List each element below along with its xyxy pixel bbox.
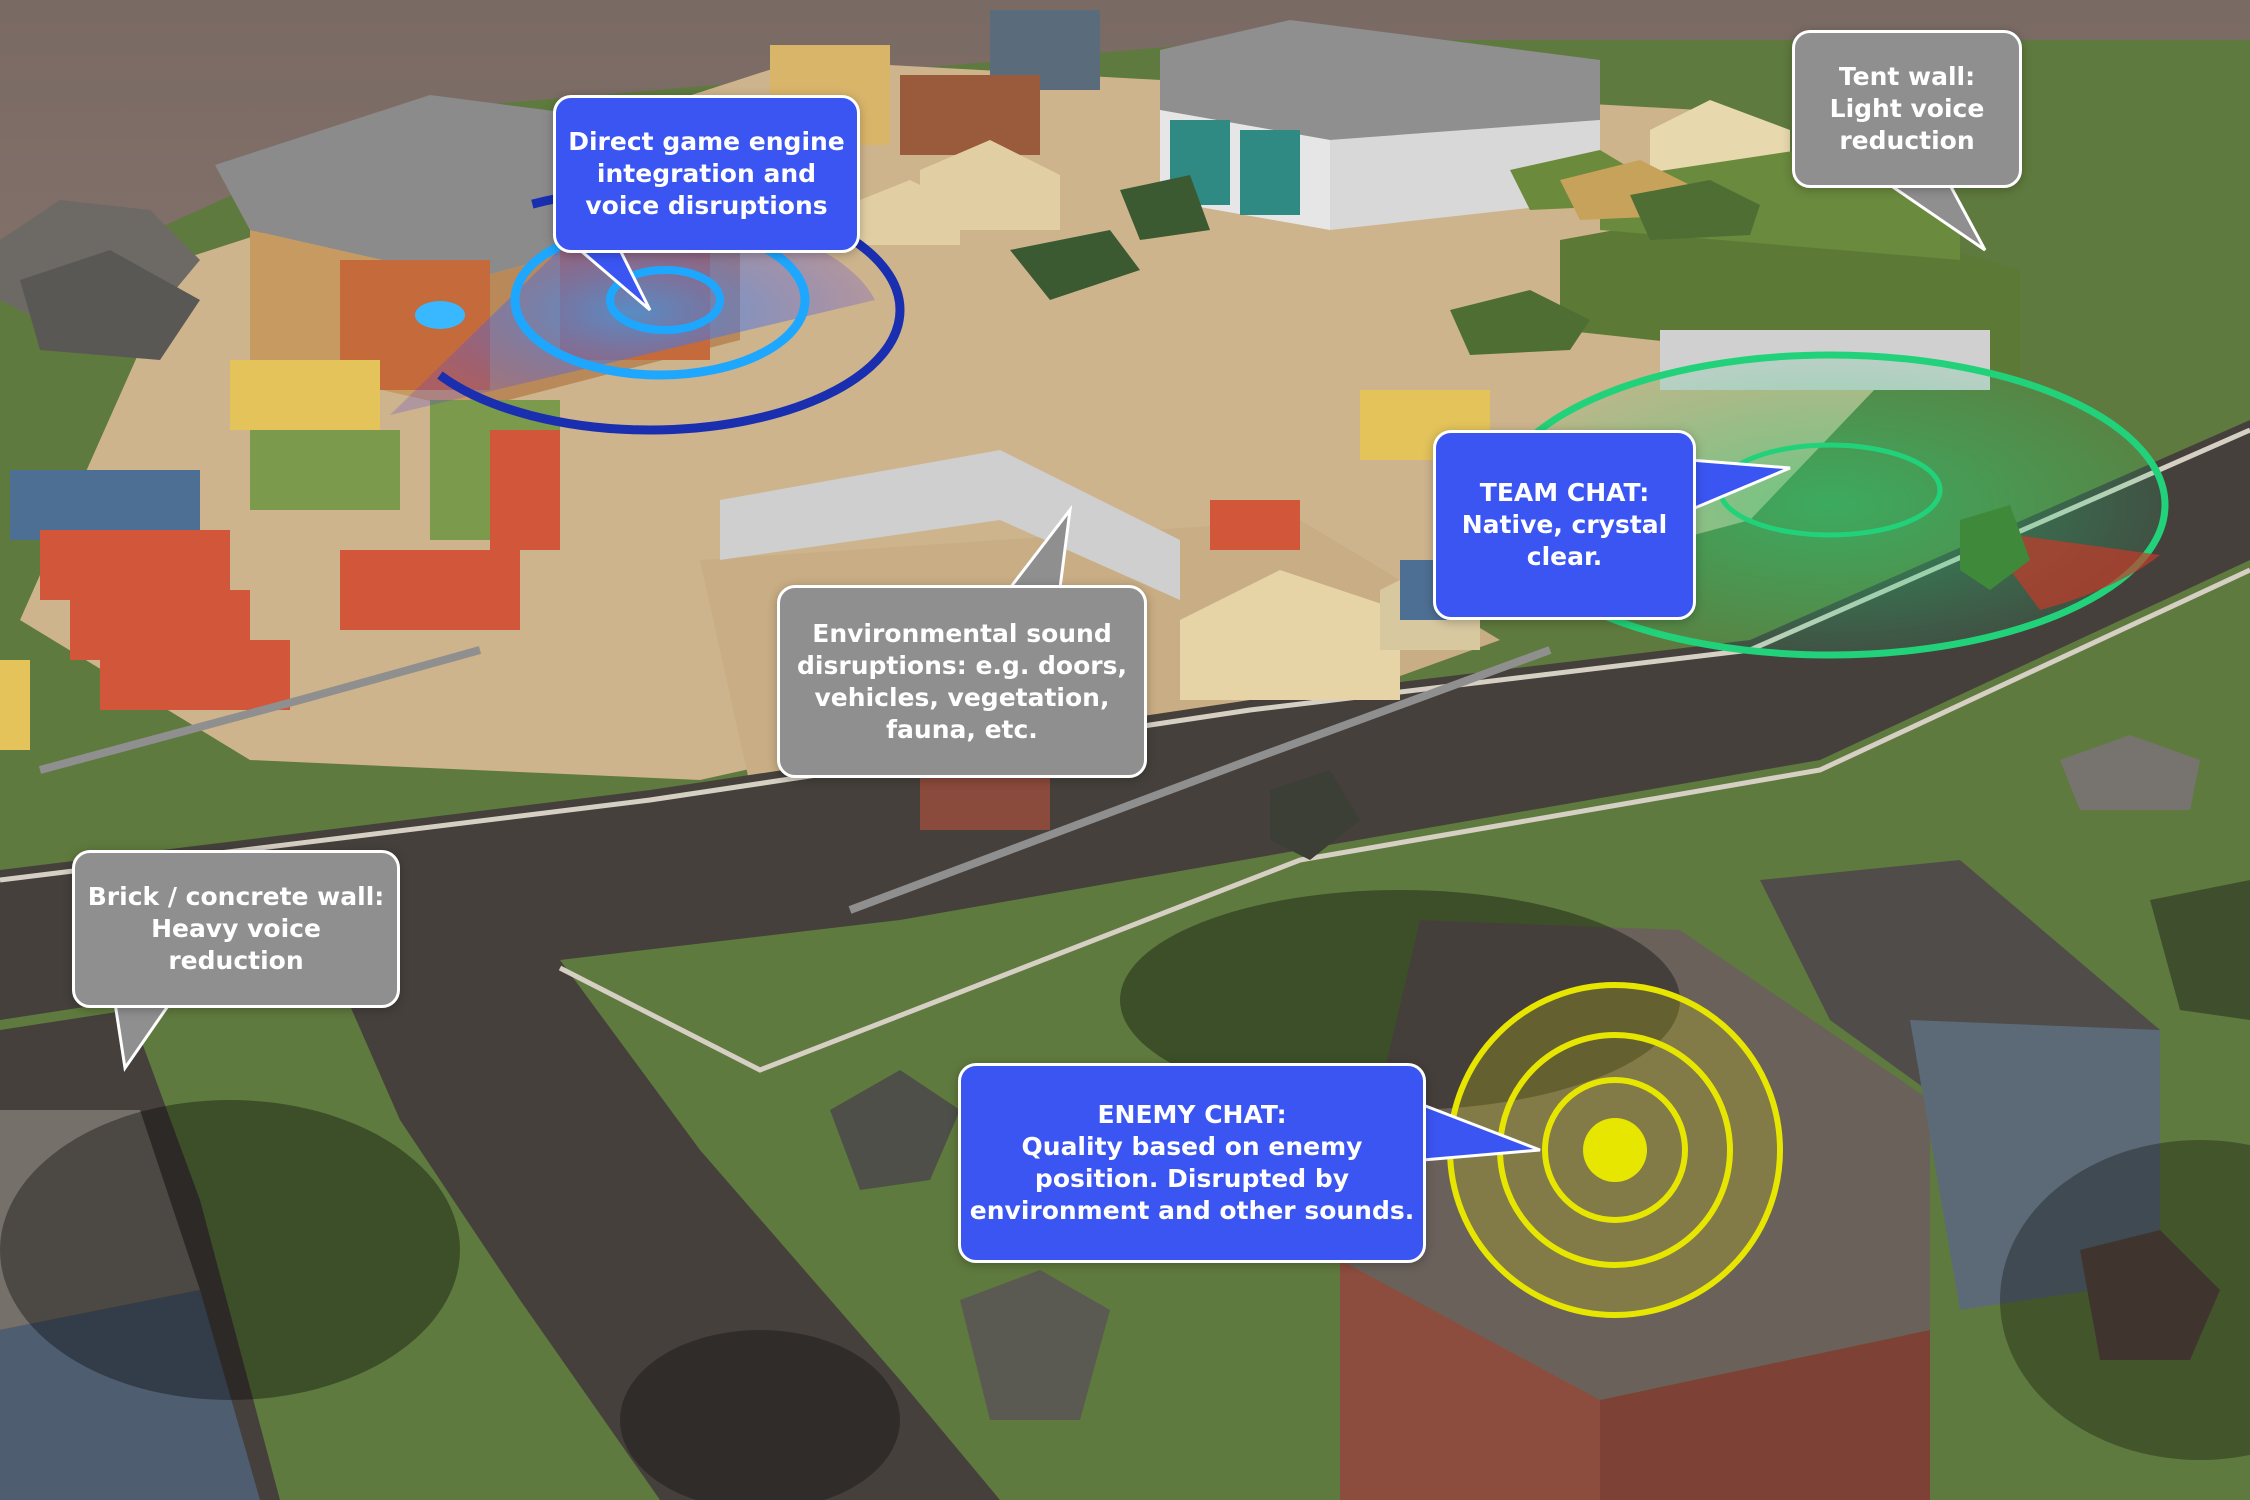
callout-line: vehicles, vegetation,: [814, 682, 1110, 712]
engine-source: [415, 301, 465, 329]
callout-line: TEAM CHAT:: [1479, 478, 1650, 507]
building-roof: [0, 1110, 200, 1330]
truck: [1010, 230, 1140, 300]
container: [230, 360, 380, 430]
callout-line: Light voice: [1829, 94, 1985, 123]
cloud-shadow: [1120, 890, 1680, 1110]
container: [0, 660, 30, 750]
tent: [860, 180, 960, 245]
tank: [1450, 290, 1590, 355]
container: [100, 640, 290, 710]
callout-line: reduction: [168, 946, 304, 975]
cloud-shadow: [2000, 1140, 2250, 1460]
container: [40, 530, 230, 600]
callout-team-chat: TEAM CHAT: Native, crystal clear.: [1433, 430, 1696, 620]
wrecked-vehicle: [960, 1270, 1110, 1420]
chain-fence: [38, 646, 482, 774]
building: [900, 75, 1040, 155]
callout-line: environment and other sounds.: [969, 1196, 1415, 1225]
engine-ring-inner: [606, 266, 724, 334]
building-wall: [1910, 1020, 2160, 1310]
cloud-shadow: [620, 1330, 900, 1500]
side-road: [330, 960, 1000, 1500]
enemy-building-wall: [1600, 1330, 1930, 1500]
callout-line: Quality based on enemy: [1021, 1132, 1363, 1161]
container: [250, 430, 400, 510]
wrecked-vehicle: [830, 1070, 960, 1190]
rock: [2060, 735, 2200, 810]
callout-line: reduction: [1839, 126, 1975, 155]
callout-line: disruptions: e.g. doors,: [797, 650, 1127, 680]
callout-line: clear.: [1526, 542, 1603, 571]
callout-tent-wall: Tent wall: Light voice reduction: [1792, 30, 2022, 188]
concrete-wall: [720, 450, 1180, 600]
callout-line: Heavy voice: [151, 914, 321, 943]
truck: [1120, 175, 1210, 240]
rock: [20, 250, 200, 360]
team-jeep: [1960, 505, 2030, 590]
enemy-ring-inner: [1542, 1077, 1688, 1223]
callout-line: Direct game engine: [568, 127, 845, 156]
road-edge-line: [558, 567, 2250, 1073]
callout-line: integration and: [596, 159, 817, 188]
engine-zone-fill: [390, 208, 875, 415]
building-wall: [0, 1290, 260, 1500]
cloud-shadow: [0, 1100, 460, 1400]
container: [10, 470, 200, 540]
callout-enemy-chat: ENEMY CHAT: Quality based on enemy posit…: [958, 1063, 1426, 1263]
hangar-door: [1240, 130, 1300, 215]
enemy-source: [1583, 1118, 1647, 1182]
callout-line: Environmental sound: [812, 618, 1112, 648]
container: [1210, 500, 1300, 550]
chain-fence: [848, 646, 1552, 914]
callout-line: voice disruptions: [585, 191, 828, 220]
tank: [1630, 180, 1760, 240]
callout-environmental-sound: Environmental sound disruptions: e.g. do…: [777, 585, 1147, 778]
hangar-roof: [1160, 20, 1600, 140]
enemy-building-wall: [1340, 1260, 1600, 1500]
callout-line: Tent wall:: [1838, 62, 1976, 91]
dark-tank: [2150, 880, 2250, 1020]
callout-line: Native, crystal: [1461, 510, 1668, 539]
callout-line: fauna, etc.: [886, 714, 1038, 744]
callout-line: Brick / concrete wall:: [87, 882, 385, 911]
callout-line: position. Disrupted by: [1034, 1164, 1350, 1193]
enemy-chat-zone: [1447, 982, 1783, 1318]
buggy: [1270, 770, 1360, 860]
callout-line: ENEMY CHAT:: [1097, 1100, 1287, 1129]
container: [340, 550, 520, 630]
wrecked-vehicle: [2080, 1230, 2220, 1360]
callout-brick-wall: Brick / concrete wall: Heavy voice reduc…: [72, 850, 400, 1008]
tent: [1180, 570, 1400, 700]
container: [490, 430, 560, 550]
callout-engine-integration: Direct game engine integration and voice…: [553, 95, 860, 253]
